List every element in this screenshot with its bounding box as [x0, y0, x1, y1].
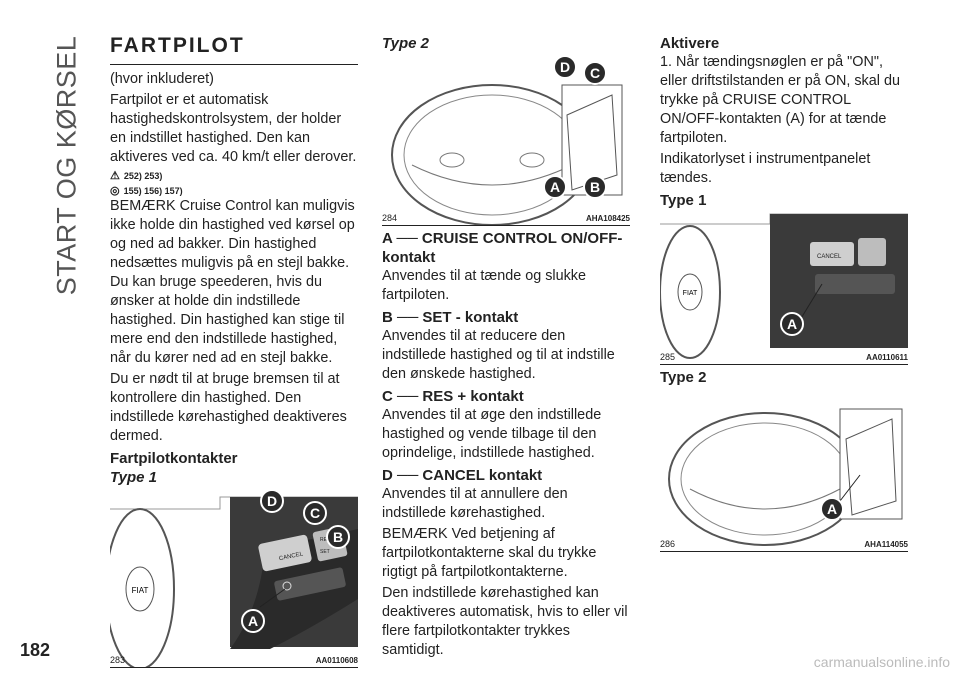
- switches-heading: Fartpilotkontakter: [110, 450, 238, 467]
- on-off-switch: [274, 567, 346, 601]
- column-3: Aktivere 1. Når tændingsnøglen er på "ON…: [660, 34, 908, 552]
- operation-note: BEMÆRK Ved betjening af fartpilotkontakt…: [382, 526, 597, 580]
- figure-code: AA0110608: [315, 656, 358, 665]
- figure-286: A 286 AHA114055: [660, 389, 908, 552]
- steering-wheel-type2-illustration: D C A B: [391, 55, 623, 225]
- page-title: FARTPILOT: [110, 34, 358, 65]
- cancel-switch: [258, 534, 312, 572]
- switch-c-heading: C ── RES + kontakt: [382, 388, 524, 405]
- badge-c: C: [310, 505, 320, 521]
- figure-number: 283: [110, 655, 126, 665]
- fiat-logo: FIAT: [132, 586, 149, 595]
- switch-a-text: Anvendes til at tænde og slukke fartpilo…: [382, 268, 586, 303]
- intro-paragraph: Fartpilot er et automatisk hastighedskon…: [110, 92, 357, 165]
- switch-c-text: Anvendes til at øge den indstillede hast…: [382, 407, 602, 461]
- badge-b: B: [590, 179, 600, 195]
- steering-wheel-activate-type2: A: [668, 408, 903, 546]
- figure-number: 284: [382, 213, 398, 223]
- badge-c: C: [590, 65, 600, 81]
- section-tab: START OG KØRSEL: [52, 36, 82, 300]
- figure-code: AHA114055: [864, 540, 908, 549]
- cancel-label: CANCEL: [817, 254, 842, 260]
- badge-b: B: [333, 529, 343, 545]
- warning-ref-text: 252) 253): [123, 170, 163, 181]
- badge-d: D: [267, 493, 277, 509]
- res-label: RES: [320, 537, 331, 543]
- badge-a: A: [248, 613, 258, 629]
- switch-a-heading: A ── CRUISE CONTROL ON/OFF-kontakt: [382, 230, 623, 266]
- indicator-note: Indikatorlyset i instrumentpanelet tænde…: [660, 151, 871, 186]
- figure-code: AA0110611: [866, 353, 908, 362]
- figure-283: FIAT CANCEL RES SET D C B A 283 AA011060…: [110, 489, 358, 668]
- column-2: Type 2 D C A B 284 AHA108425 A ── CRUISE…: [382, 34, 630, 662]
- switch-b-heading: B ── SET - kontakt: [382, 309, 519, 326]
- badge-d: D: [560, 59, 570, 75]
- page-number: 182: [20, 640, 51, 660]
- figure-284: D C A B 284 AHA108425: [382, 55, 630, 226]
- switch-b-text: Anvendes til at reducere den indstillede…: [382, 328, 615, 382]
- type1-heading: Type 1: [110, 469, 157, 486]
- on-off-switch: [815, 274, 895, 294]
- type1-heading: Type 1: [660, 192, 707, 209]
- note-paragraph: BEMÆRK Cruise Control kan muligvis ikke …: [110, 198, 355, 366]
- steering-wheel-activate-type1: FIAT CANCEL A: [660, 213, 908, 359]
- steering-wheel-illustration: FIAT CANCEL RES SET D C B A: [110, 489, 358, 667]
- caution-icon: ◎: [110, 185, 120, 197]
- type2-heading: Type 2: [382, 35, 429, 52]
- warning-refs: ⚠ 252) 253): [110, 169, 358, 182]
- figure-number: 286: [660, 539, 676, 549]
- badge-a: A: [787, 316, 797, 332]
- watermark: carmanualsonline.info: [813, 654, 950, 670]
- activate-heading: Aktivere: [660, 35, 720, 52]
- section-title: START OG KØRSEL: [51, 35, 82, 296]
- column-1: FARTPILOT (hvor inkluderet) Fartpilot er…: [110, 34, 358, 668]
- brake-paragraph: Du er nødt til at bruge bremsen til at k…: [110, 371, 347, 444]
- type2-heading: Type 2: [660, 369, 707, 386]
- fiat-logo: FIAT: [683, 290, 698, 297]
- activate-step: 1. Når tændingsnøglen er på "ON", eller …: [660, 54, 900, 146]
- figure-code: AHA108425: [585, 214, 630, 223]
- cancel-label: CANCEL: [279, 551, 305, 562]
- warning-icon: ⚠: [110, 170, 120, 182]
- switch-d-text: Anvendes til at annullere den indstilled…: [382, 486, 568, 521]
- deactivation-note: Den indstillede kørehastighed kan deakti…: [382, 585, 628, 658]
- switch-d-heading: D ── CANCEL kontakt: [382, 467, 543, 484]
- caution-ref-text: 155) 156) 157): [123, 185, 183, 196]
- badge-a: A: [827, 501, 837, 517]
- badge-a: A: [550, 179, 560, 195]
- set-label: SET: [320, 549, 330, 555]
- figure-number: 285: [660, 352, 676, 362]
- cancel-switch: [810, 242, 854, 266]
- caution-refs: ◎ 155) 156) 157): [110, 184, 358, 197]
- figure-285: FIAT CANCEL A 285 AA0110611: [660, 212, 908, 365]
- availability-note: (hvor inkluderet): [110, 71, 214, 87]
